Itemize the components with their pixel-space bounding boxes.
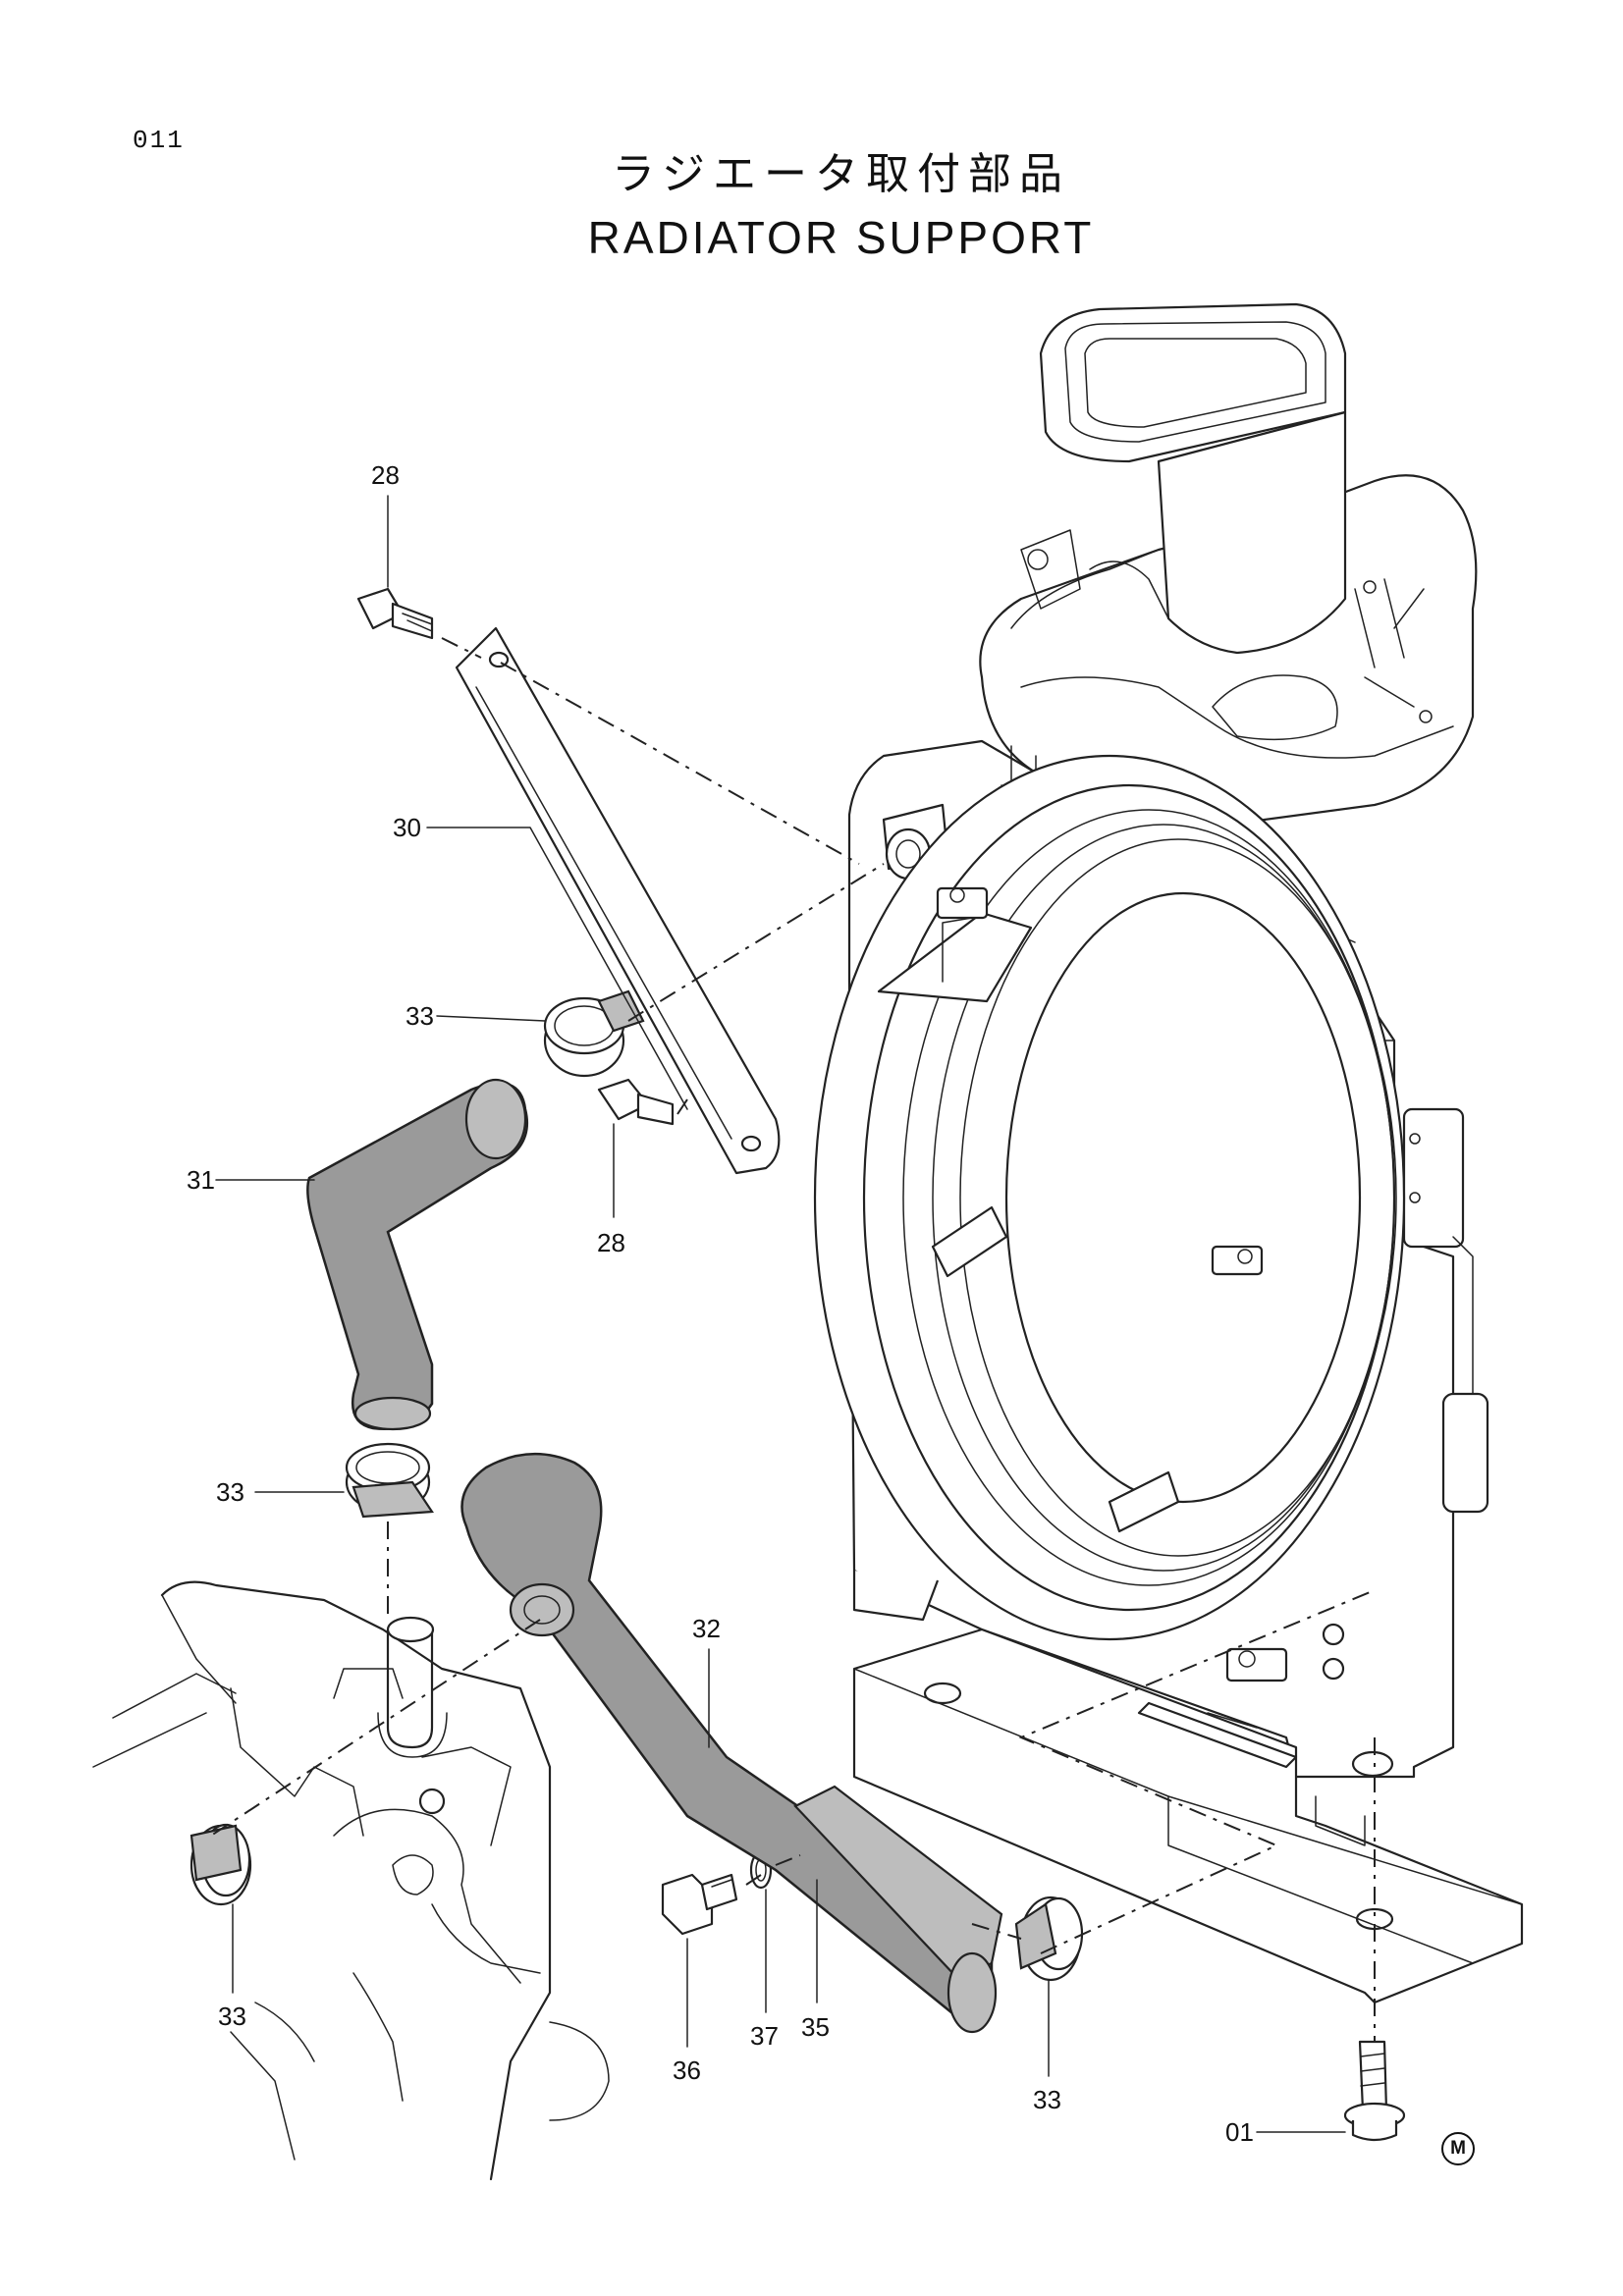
callouts: 28 30 33 31 28 33 32 33 36 37 35 33 01 xyxy=(187,460,1254,2147)
clamp-33-upper xyxy=(543,989,645,1078)
bolt-28-top xyxy=(356,587,434,640)
bolt-01 xyxy=(1343,2040,1406,2142)
callout-30: 30 xyxy=(393,813,421,842)
callout-33-upper: 33 xyxy=(406,1001,434,1031)
callout-31: 31 xyxy=(187,1165,215,1195)
assembly-lines xyxy=(210,637,1376,2042)
fan-shroud xyxy=(813,754,1406,1641)
callout-01: 01 xyxy=(1225,2117,1254,2147)
hose-32 xyxy=(460,1452,1003,2034)
clamp-33-left xyxy=(189,1823,252,1906)
clamp-33-mid xyxy=(345,1442,434,1519)
title-english: RADIATOR SUPPORT xyxy=(587,212,1095,263)
callout-33-left: 33 xyxy=(218,2002,246,2031)
bolt-36 xyxy=(661,1873,738,1936)
bolt-28-mid xyxy=(597,1078,675,1126)
clamp-33-right xyxy=(1014,1896,1084,1982)
callout-28-top: 28 xyxy=(371,460,400,490)
leader-lines xyxy=(215,495,1346,2133)
stay-bar xyxy=(455,626,781,1175)
page-number: 011 xyxy=(133,126,185,155)
callout-35: 35 xyxy=(801,2012,830,2042)
callout-33-mid: 33 xyxy=(216,1477,244,1507)
lower-frame xyxy=(852,1628,1524,2004)
engine-block xyxy=(92,1580,610,2181)
circled-letter-m-icon: M xyxy=(1441,2132,1475,2165)
callout-32: 32 xyxy=(692,1614,721,1643)
callout-28-mid: 28 xyxy=(597,1228,625,1257)
callout-37: 37 xyxy=(750,2021,779,2051)
callout-33-right: 33 xyxy=(1033,2085,1061,2114)
shroud-clamps xyxy=(936,886,1345,1682)
callout-36: 36 xyxy=(673,2056,701,2085)
title-japanese: ラジエータ取付部品 xyxy=(611,149,1071,199)
engine-hood-assembly xyxy=(979,302,1478,828)
hose-31 xyxy=(306,1078,529,1431)
title-block: ラジエータ取付部品 RADIATOR SUPPORT xyxy=(0,147,1623,265)
